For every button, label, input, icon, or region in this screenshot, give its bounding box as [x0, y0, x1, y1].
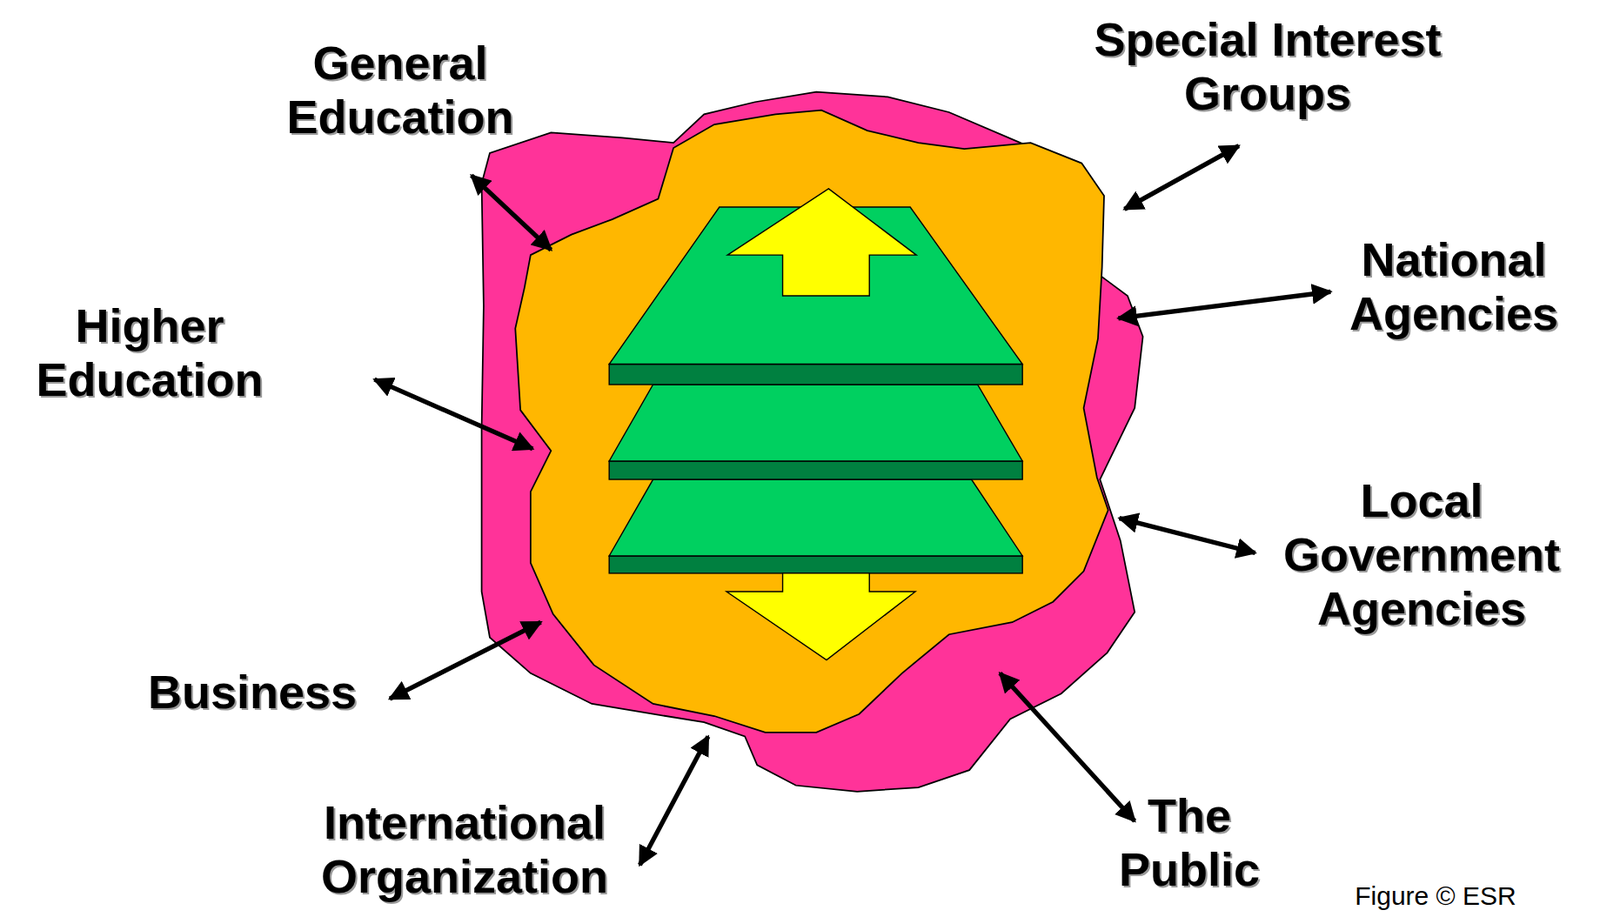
outer-blob — [482, 92, 1144, 792]
down-arrow — [726, 573, 916, 661]
double-arrows — [374, 146, 1331, 866]
inner-blob — [515, 110, 1108, 733]
stakeholder-label: Business — [147, 664, 357, 719]
stakeholder-label: Higher Education — [36, 298, 264, 407]
stakeholder-label: National Agencies — [1349, 232, 1559, 341]
stakeholder-label: International Organization — [321, 795, 609, 904]
stakeholder-label: General Education — [286, 35, 514, 144]
stakeholder-label: Special Interest Groups — [1063, 12, 1473, 121]
stakeholder-label: The Public — [1118, 788, 1260, 897]
stakeholder-label: Local Government Agencies — [1283, 473, 1560, 636]
up-arrow — [727, 188, 917, 296]
copyright-note: Figure © ESR — [1354, 881, 1517, 911]
